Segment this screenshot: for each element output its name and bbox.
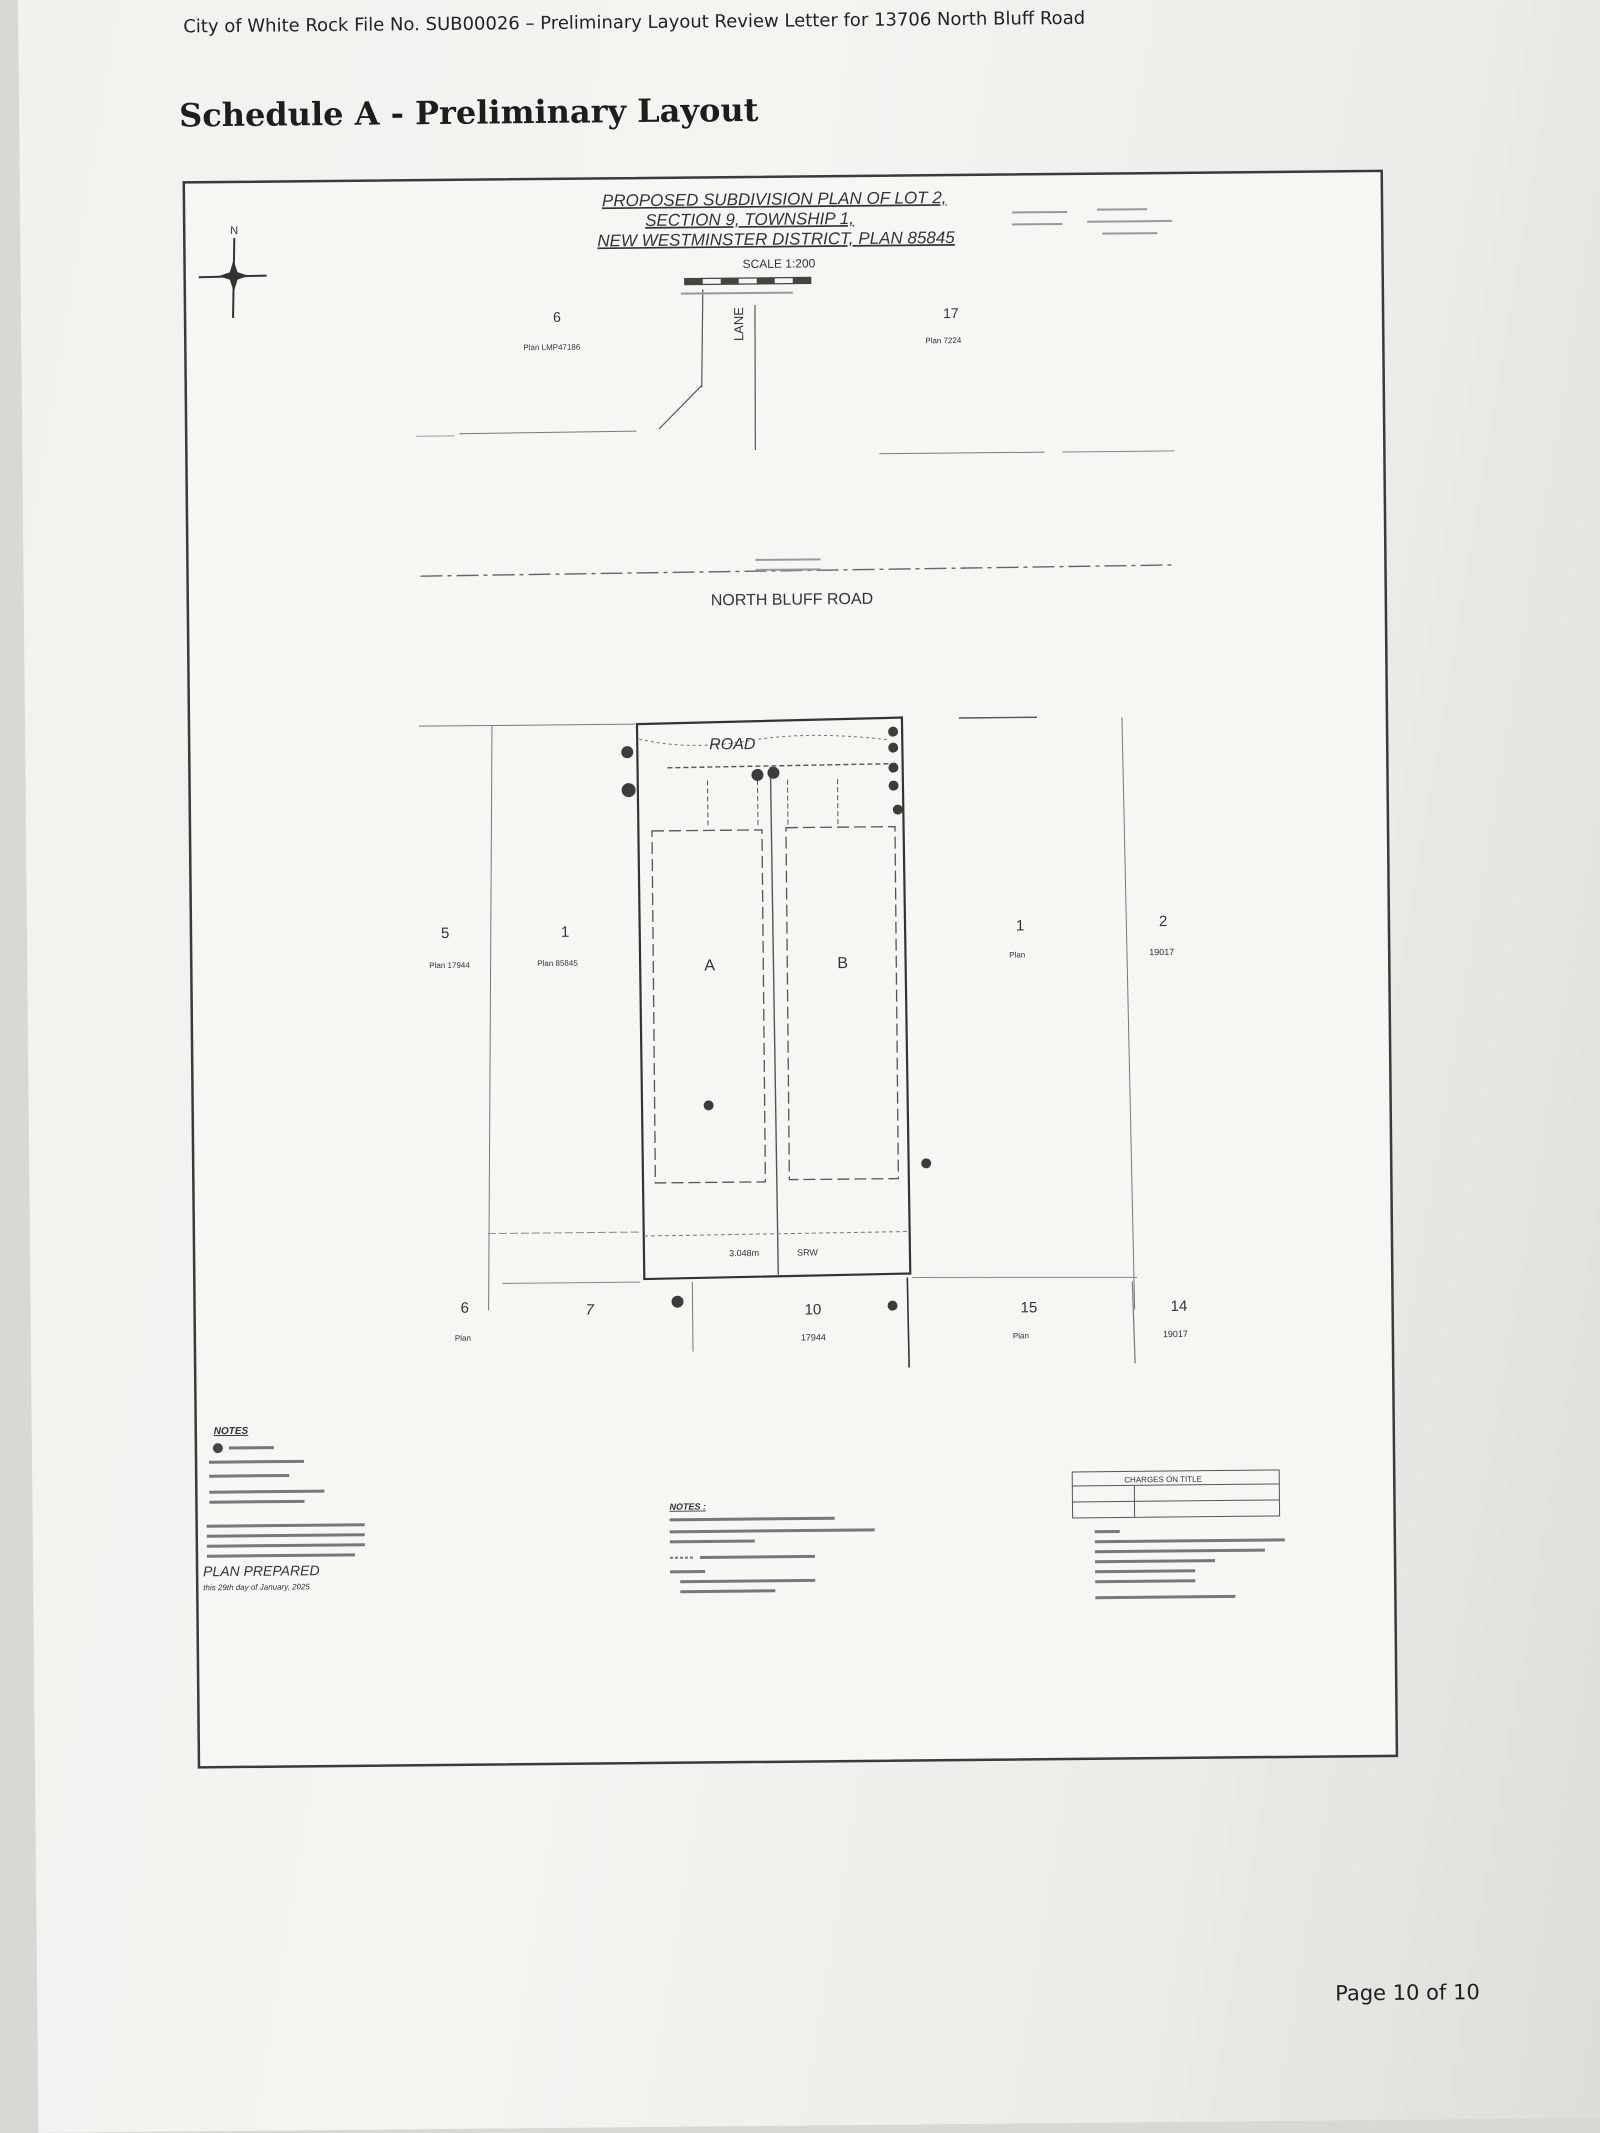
top-lot-17-number: 17 (943, 305, 959, 321)
side-lot-1-east-number: 1 (1016, 917, 1025, 934)
street-label: NORTH BLUFF ROAD (711, 591, 874, 610)
bottom-lot-6-plan: Plan (455, 1334, 471, 1343)
srw-dimension: 3.048m (729, 1248, 759, 1258)
road-label: ROAD (709, 736, 756, 753)
top-lot-6-number: 6 (553, 309, 561, 325)
lane-label: LANE (731, 307, 746, 341)
side-lot-1-west-number: 1 (561, 924, 570, 941)
plan-scale: SCALE 1:200 (743, 256, 816, 271)
plan-title-line-1: PROPOSED SUBDIVISION PLAN OF LOT 2, (602, 188, 947, 210)
top-lot-6-plan: Plan LMP47186 (523, 343, 581, 353)
subdivision-plan: PROPOSED SUBDIVISION PLAN OF LOT 2, SECT… (182, 169, 1402, 1772)
subject-parcel (635, 716, 912, 1281)
bottom-lot-14-plan: 19017 (1163, 1329, 1188, 1339)
plan-drawing: PROPOSED SUBDIVISION PLAN OF LOT 2, SECT… (182, 169, 1399, 1769)
lot-a-building-envelope (651, 829, 767, 1184)
side-lot-5-number: 5 (441, 925, 450, 942)
bottom-lot-6-number: 6 (460, 1300, 469, 1317)
top-lot-17-plan: Plan 7224 (925, 336, 962, 345)
notes-left-heading: NOTES (214, 1426, 249, 1437)
srw-label: SRW (797, 1247, 818, 1257)
document-sheet: City of White Rock File No. SUB00026 – P… (18, 0, 1600, 2133)
north-label: N (230, 225, 238, 237)
bottom-lot-15-plan: Plan (1013, 1331, 1029, 1340)
plan-frame (182, 169, 1399, 1769)
plan-prepared-date: this 29th day of January, 2025 (203, 1582, 310, 1592)
tree-symbols (621, 726, 932, 1311)
schedule-title: Schedule A - Preliminary Layout (178, 90, 759, 135)
lot-b-label: B (837, 955, 848, 972)
bottom-lot-10-number: 10 (805, 1301, 822, 1318)
bottom-lot-15-number: 15 (1021, 1299, 1038, 1316)
bottom-lot-10-plan: 17944 (801, 1332, 826, 1342)
side-lot-5-plan: Plan 17944 (429, 961, 470, 970)
plan-prepared-label: PLAN PREPARED (203, 1562, 320, 1579)
bottom-lot-14-number: 14 (1171, 1298, 1188, 1315)
north-arrow-icon (198, 237, 267, 318)
plan-title-line-2: SECTION 9, TOWNSHIP 1, (645, 209, 854, 230)
document-header: City of White Rock File No. SUB00026 – P… (183, 7, 1086, 38)
notes-center-heading: NOTES : (669, 1501, 706, 1511)
charges-heading: CHARGES ON TITLE (1124, 1475, 1202, 1485)
side-lot-2-plan: 19017 (1149, 947, 1174, 957)
side-lot-2-number: 2 (1159, 913, 1168, 930)
page-number: Page 10 of 10 (1335, 1980, 1480, 2006)
side-lot-1-east-plan: Plan (1009, 950, 1025, 959)
scale-bar (684, 276, 812, 286)
lot-a-label: A (704, 957, 715, 974)
side-lot-1-west-plan: Plan 85845 (537, 959, 578, 968)
bottom-lot-7-number: 7 (586, 1302, 595, 1319)
lot-b-building-envelope (785, 825, 900, 1181)
charges-table (1071, 1469, 1281, 1519)
plan-title-line-3: NEW WESTMINSTER DISTRICT, PLAN 85845 (597, 228, 955, 250)
